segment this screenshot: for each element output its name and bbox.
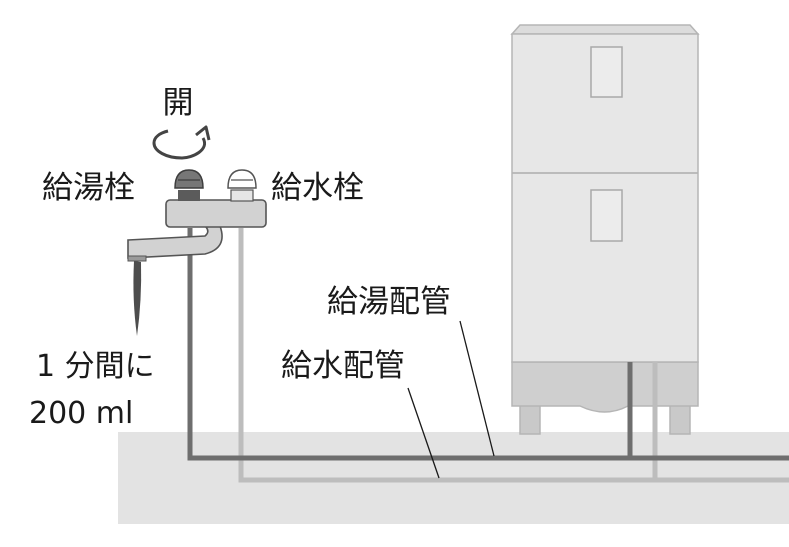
cold-valve-handle-icon[interactable] [227,169,257,202]
flow-rate-line2: 200 ml [29,396,133,431]
hot-tap-label: 給湯栓 [42,170,135,206]
unit-top-cap [510,24,700,35]
open-label: 開 [163,85,194,121]
faucet-spout [127,225,223,259]
unit-base [511,361,699,413]
faucet-body [165,199,267,228]
unit-leg-left [519,403,541,435]
cold-pipe-leader [407,387,440,479]
cold-pipe-label: 給水配管 [281,348,405,384]
hot-pipe-leader [459,320,495,457]
unit-upper-panel [590,46,623,98]
unit-lower-panel [590,189,623,242]
rotate-arrow-icon [152,125,211,160]
water-stream [133,261,142,336]
hot-valve-handle-icon[interactable] [174,169,204,201]
faucet [127,169,267,262]
cold-tap-label: 給水栓 [271,170,364,206]
cold-water-pipe [238,228,658,483]
water-heater-unit [510,24,700,435]
unit-leg-right [669,403,691,435]
flow-rate-line1: 1 分間に [36,349,155,384]
hot-water-pipe [187,228,633,461]
hot-pipe-label: 給湯配管 [327,284,451,320]
faucet-aerator [127,255,147,262]
